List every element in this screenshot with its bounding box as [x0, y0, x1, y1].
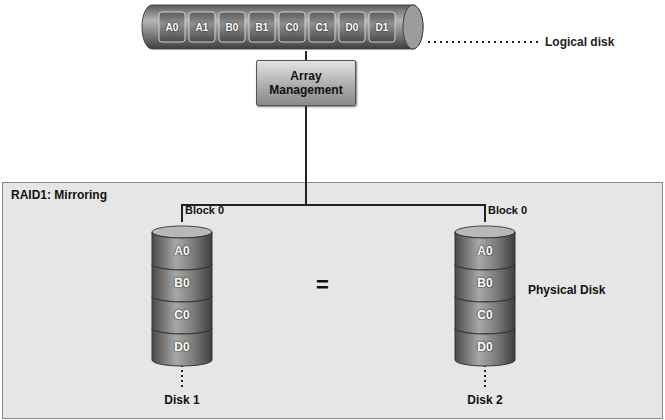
- block-rect: [249, 12, 275, 42]
- block-label: C0: [455, 296, 515, 328]
- block-rect: [159, 12, 185, 42]
- connector-line: [305, 51, 307, 60]
- disk-block: A0: [152, 232, 212, 264]
- logical-block: D0: [338, 11, 366, 43]
- disk-band: [152, 232, 212, 270]
- block-rect: [279, 12, 305, 42]
- logical-block: A0: [158, 11, 186, 43]
- disk-band: [152, 264, 212, 302]
- block-rect: [219, 12, 245, 42]
- logical-block: B1: [248, 11, 276, 43]
- cylinder-cap: [403, 5, 423, 49]
- block-label: B0: [152, 264, 212, 296]
- disk-label: Disk 1: [146, 393, 218, 407]
- logical-disk: Logical diskA0A1B0B1C0C1D0D1: [140, 3, 425, 51]
- continuation-dots: [484, 365, 486, 390]
- physical-disk: Disk 1 A0B0C0D0: [146, 222, 218, 414]
- logical-block: A1: [188, 11, 216, 43]
- disk-band: [455, 328, 515, 366]
- physical-disk-label: Physical Disk: [528, 283, 605, 297]
- disk-band: [152, 328, 212, 366]
- disk-block: C0: [455, 296, 515, 328]
- block-label: C0: [152, 296, 212, 328]
- equals-sign: =: [316, 272, 329, 298]
- dotted-leader: [428, 41, 540, 43]
- block-rect: [189, 12, 215, 42]
- block-label: B0: [455, 264, 515, 296]
- continuation-dots: [181, 365, 183, 390]
- box-label: Array Management: [257, 61, 355, 105]
- disk-band: [152, 296, 212, 334]
- block-rect: [309, 12, 335, 42]
- block-label: B1: [248, 11, 276, 43]
- logical-block: C0: [278, 11, 306, 43]
- block-rect: [369, 12, 395, 42]
- block-label: D0: [338, 11, 366, 43]
- logical-disk-label: Logical disk: [545, 35, 614, 49]
- cylinder-body: [142, 5, 423, 49]
- disk-block: D0: [152, 328, 212, 360]
- block-label: A0: [158, 11, 186, 43]
- block-label: D0: [455, 328, 515, 360]
- panel-title: RAID1: Mirroring: [11, 188, 107, 202]
- block-rect: [339, 12, 365, 42]
- logical-block: D1: [368, 11, 396, 43]
- disk-block: A0: [455, 232, 515, 264]
- array-management-box: Array Management: [256, 60, 356, 106]
- disk-block: B0: [152, 264, 212, 296]
- block-label: A0: [455, 232, 515, 264]
- block-label: Block 0: [488, 204, 527, 216]
- logical-block: B0: [218, 11, 246, 43]
- connector-line: [306, 106, 485, 222]
- physical-disk: Disk 2 A0B0C0D0: [449, 222, 521, 414]
- disk-block: D0: [455, 328, 515, 360]
- disk-band: [455, 232, 515, 270]
- disk-block: B0: [455, 264, 515, 296]
- block-label: C1: [308, 11, 336, 43]
- block-label: B0: [218, 11, 246, 43]
- logical-block: C1: [308, 11, 336, 43]
- block-label: D1: [368, 11, 396, 43]
- disk-label: Disk 2: [449, 393, 521, 407]
- block-label: A1: [188, 11, 216, 43]
- block-label: C0: [278, 11, 306, 43]
- disk-band: [455, 264, 515, 302]
- block-label: Block 0: [185, 204, 224, 216]
- block-label: D0: [152, 328, 212, 360]
- raid-panel: RAID1: MirroringDisk 1A0B0C0D0Disk 2A0B0…: [2, 182, 663, 419]
- connector-line: [182, 106, 306, 222]
- block-label: A0: [152, 232, 212, 264]
- disk-band: [455, 296, 515, 334]
- disk-block: C0: [152, 296, 212, 328]
